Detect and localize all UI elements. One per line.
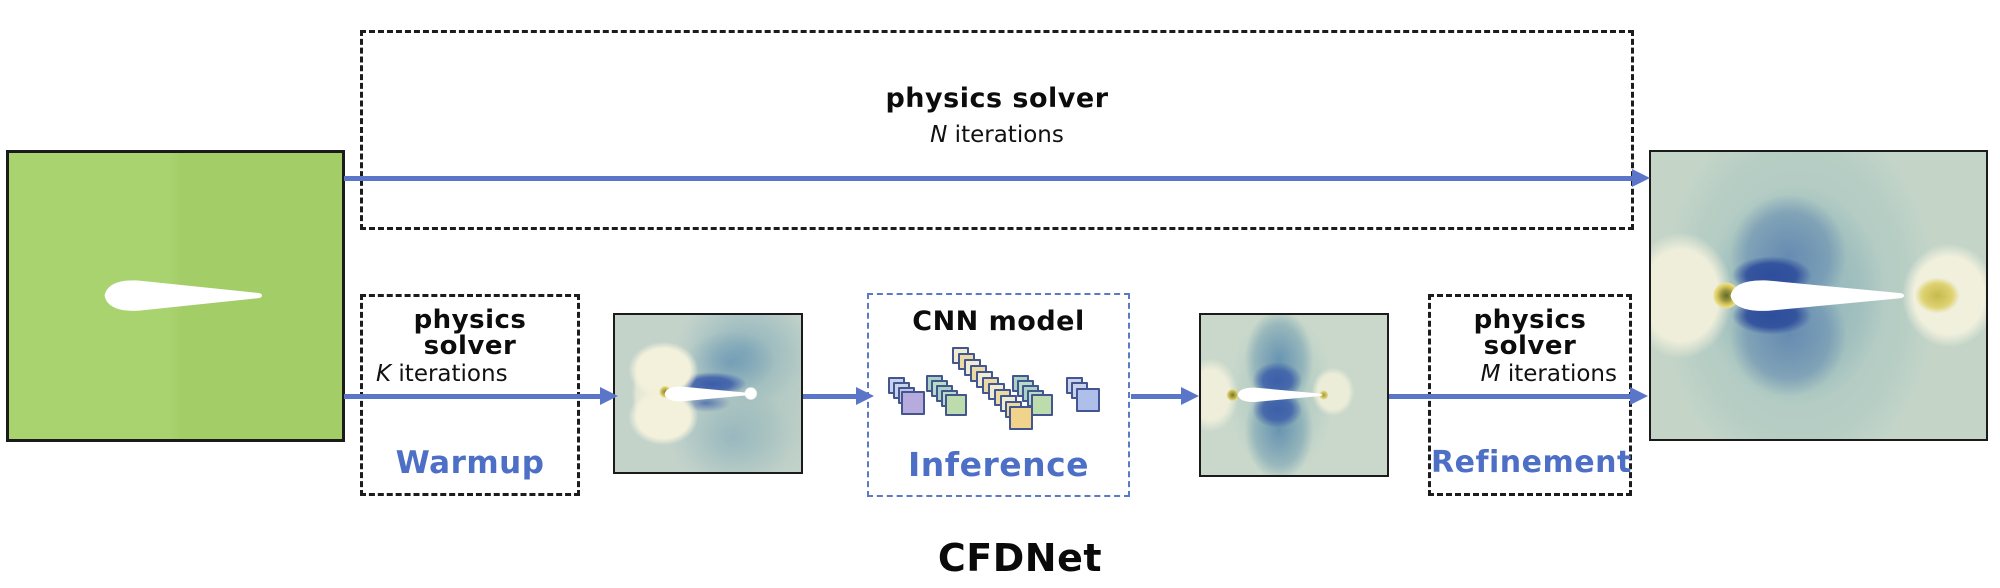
warmup-label: Warmup [395, 445, 545, 481]
top-solver-arrowhead-icon [1632, 169, 1650, 187]
cnn-output-arrow [1131, 394, 1183, 399]
warmup-iterations: K iterations [376, 363, 508, 386]
warmup-output-image [613, 313, 803, 474]
iterations-text: iterations [391, 361, 508, 387]
top-box-title: physics solver [885, 83, 1109, 114]
input-field-image [6, 150, 345, 442]
cnn-input-arrow [803, 394, 858, 399]
warmup-title: physics solver [413, 305, 527, 361]
refinement-label: Refinement [1431, 445, 1632, 480]
airfoil-icon [660, 385, 753, 403]
physics-solver-top-box: physics solver N iterations [360, 30, 1634, 230]
refinement-arrow [1389, 394, 1632, 399]
top-solver-arrow [344, 176, 1632, 181]
cnn-output-arrowhead-icon [1181, 387, 1199, 405]
refinement-arrowhead-icon [1630, 387, 1648, 405]
cnn-box-title: CNN model [912, 306, 1085, 337]
warmup-arrowhead-icon [600, 387, 618, 405]
refinement-iterations: M iterations [1481, 363, 1617, 386]
iterations-variable-m: M [1480, 361, 1501, 387]
airfoil-icon [96, 277, 269, 314]
cnn-stack-icon [887, 347, 1112, 442]
cnn-model-box: CNN model [867, 293, 1130, 497]
iterations-variable-k: K [376, 361, 392, 387]
diagram-title: CFDNet [937, 536, 1103, 580]
final-output-image [1649, 150, 1988, 441]
refinement-title: physics solver [1473, 305, 1587, 361]
top-box-iterations: N iterations [363, 124, 1631, 147]
inference-label: Inference [907, 445, 1090, 484]
airfoil-icon [1721, 277, 1912, 314]
iterations-text: iterations [1500, 361, 1617, 387]
cnn-input-arrowhead-icon [856, 387, 874, 405]
cnn-output-image [1199, 313, 1389, 477]
iterations-variable-n: N [930, 122, 948, 148]
iterations-text: iterations [947, 122, 1064, 148]
airfoil-icon [1233, 386, 1326, 404]
warmup-arrow [344, 394, 602, 399]
